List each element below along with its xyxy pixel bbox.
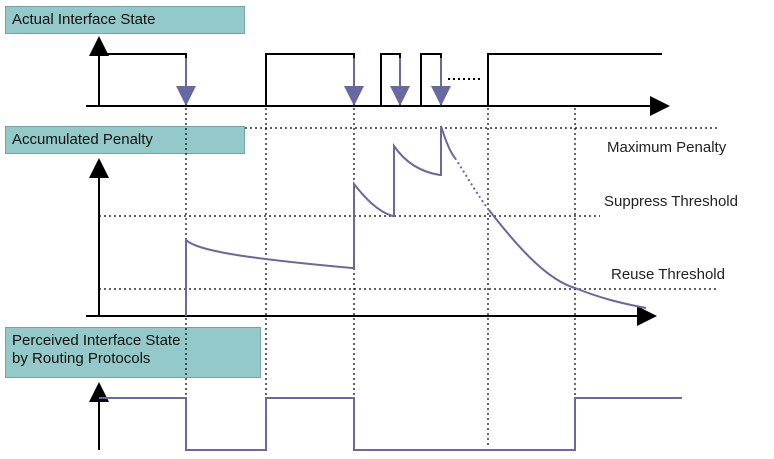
perceived-state-signal xyxy=(99,397,682,451)
actual-state-signal xyxy=(99,53,662,106)
actual-interface-state-label: Actual Interface State xyxy=(5,6,245,34)
reuse-threshold-label: Reuse Threshold xyxy=(611,266,725,283)
accumulated-penalty-label: Accumulated Penalty xyxy=(5,126,245,154)
perceived-label-line1: Perceived Interface State xyxy=(12,332,181,349)
maximum-penalty-label: Maximum Penalty xyxy=(607,139,727,156)
actual-state-axes xyxy=(86,36,670,116)
suppress-threshold-label: Suppress Threshold xyxy=(604,193,738,210)
perceived-label-line2: by Routing Protocols xyxy=(12,350,151,367)
perceived-interface-state-label: Perceived Interface State by Routing Pro… xyxy=(5,327,261,378)
down-transition-arrows xyxy=(176,58,451,106)
threshold-lines xyxy=(99,127,718,290)
penalty-axes xyxy=(86,158,657,326)
time-guide-lines xyxy=(185,108,576,448)
penalty-curve xyxy=(185,125,647,316)
